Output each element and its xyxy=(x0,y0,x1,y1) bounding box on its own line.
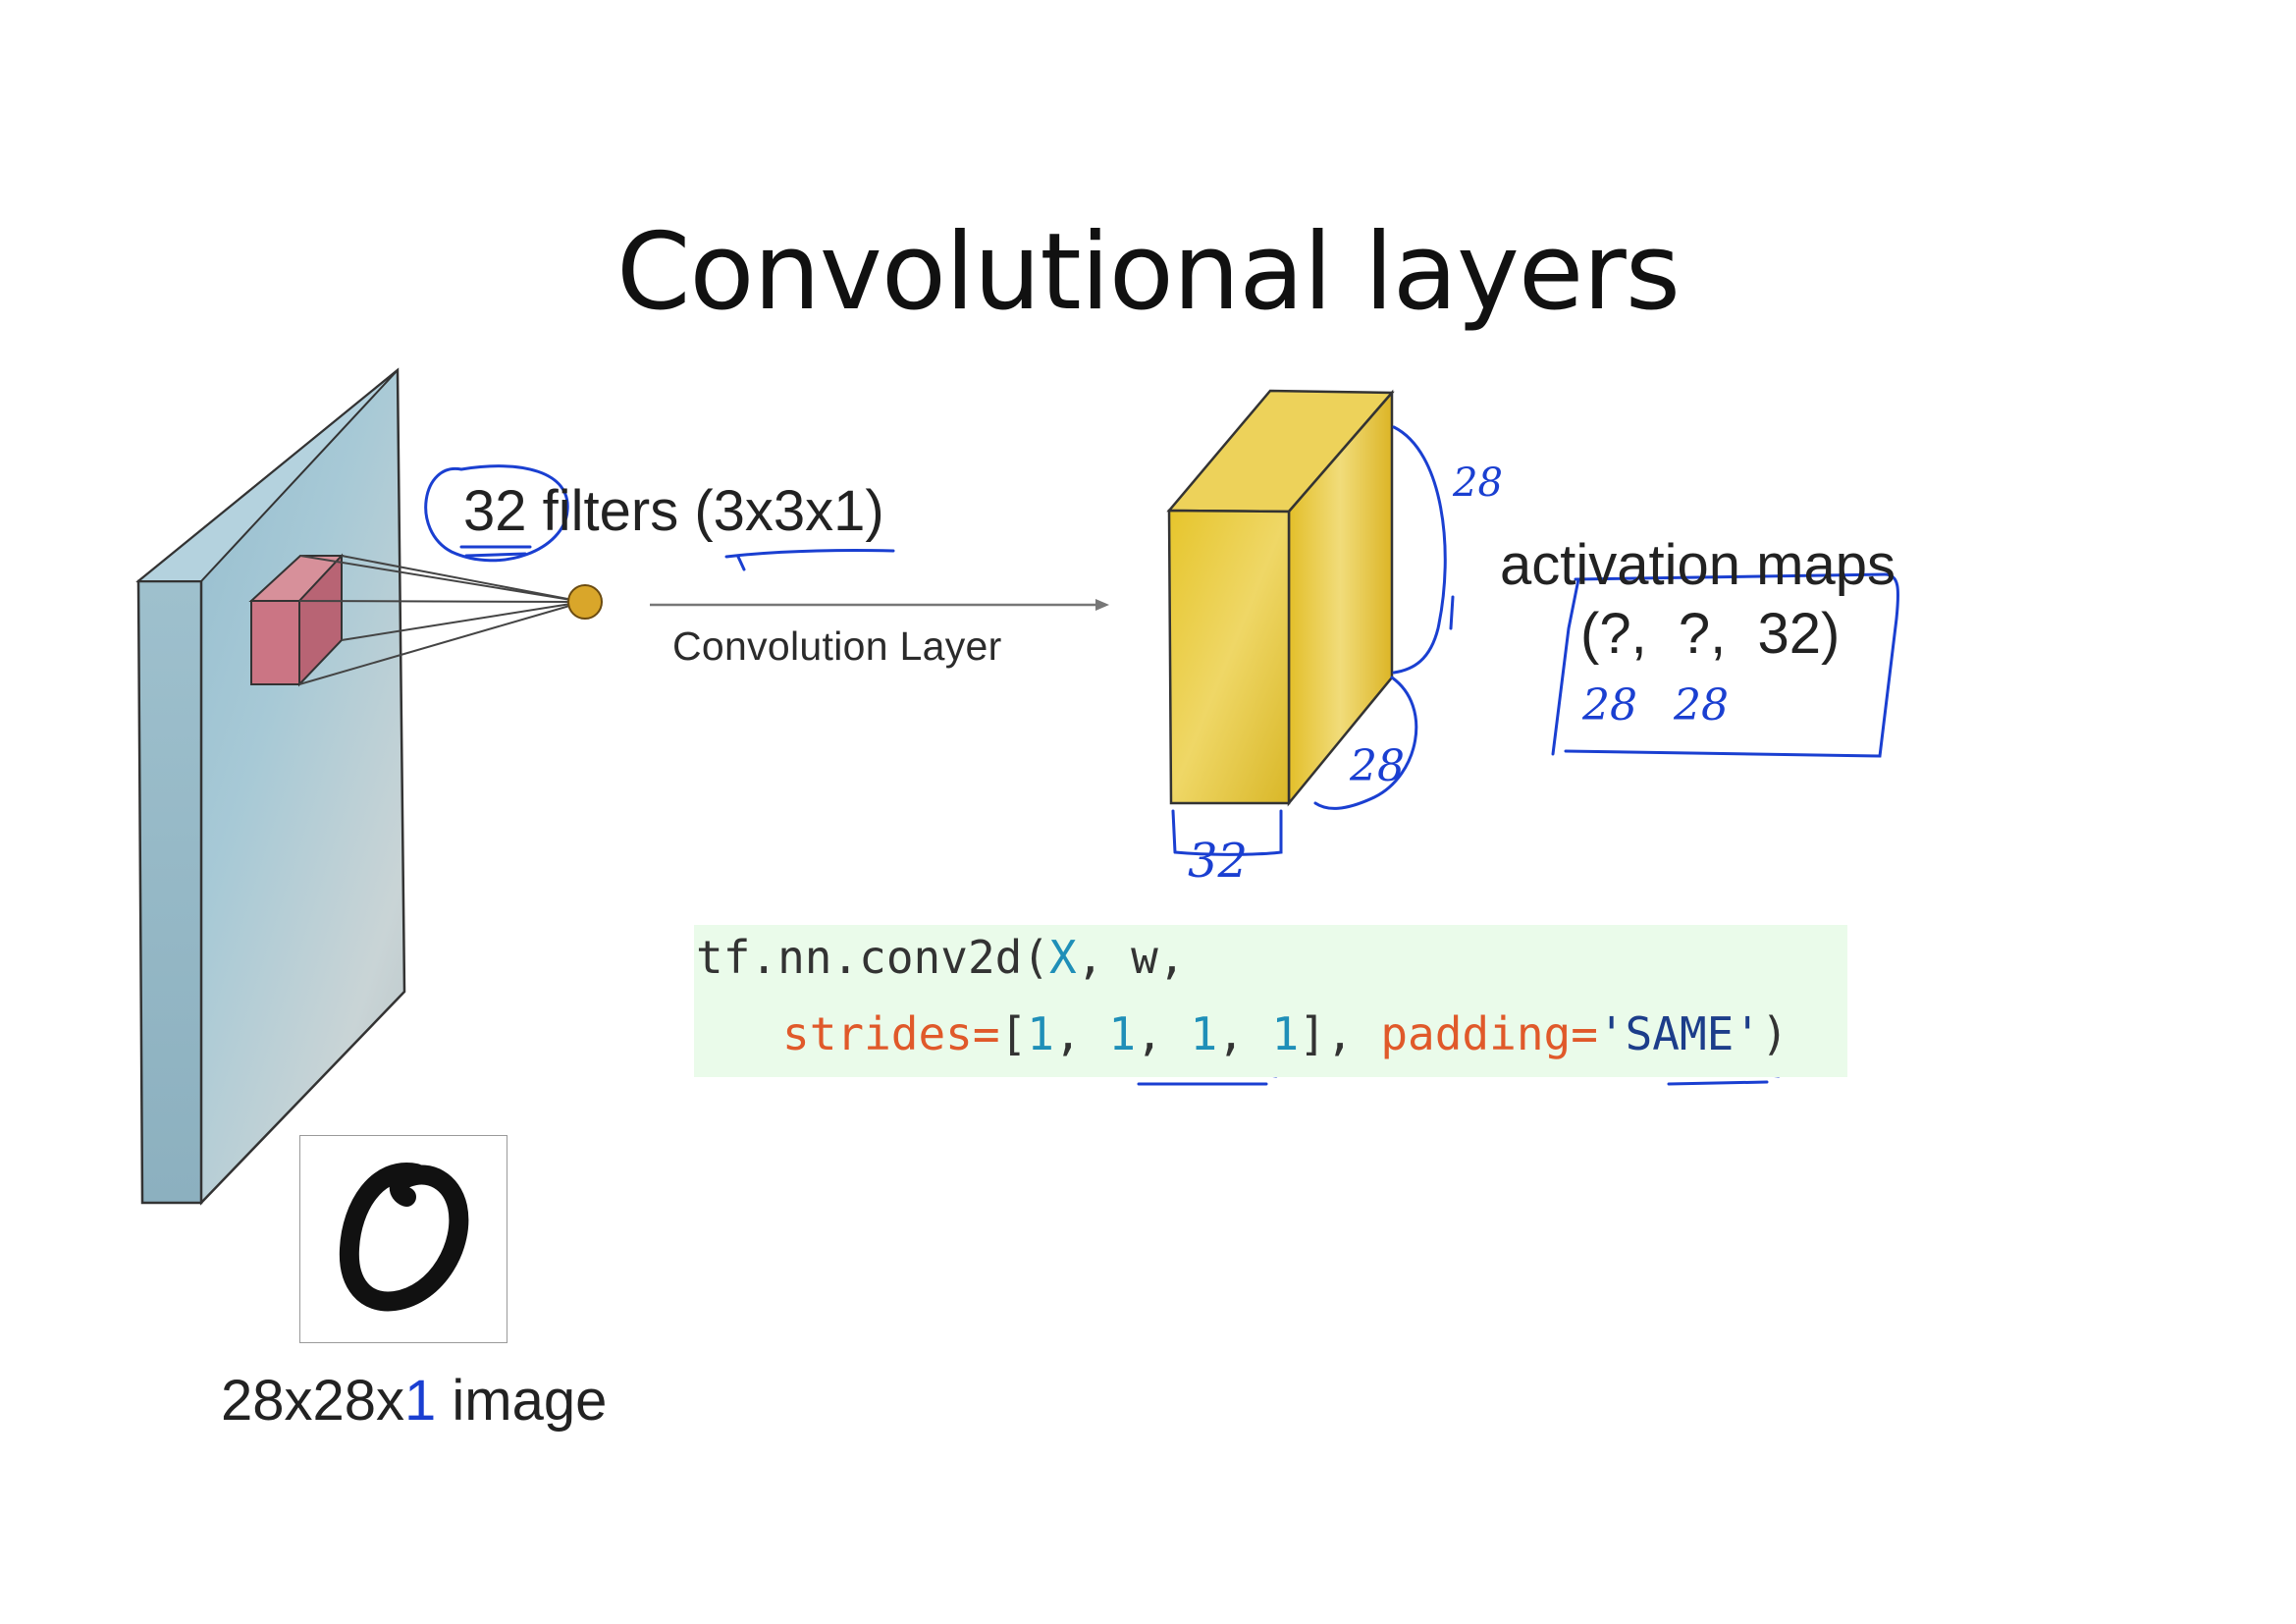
activation-volume-front xyxy=(1167,509,1291,805)
activation-shape-label: (?, ?, 32) xyxy=(1580,602,1841,666)
filter-projection-lines xyxy=(298,555,584,685)
convolution-arrow xyxy=(650,599,1109,611)
activation-maps-label: activation maps xyxy=(1500,533,1896,597)
annotation-circle-32 xyxy=(424,464,569,563)
slide-title: Convolutional layers xyxy=(616,211,1681,334)
image-caption: 28x28x1 image xyxy=(221,1369,608,1433)
handwritten-numbers: 28 28 32 28 28 xyxy=(1188,460,1729,889)
hw-shape-h: 28 xyxy=(1581,680,1637,731)
filters-label: 32 filters (3x3x1) xyxy=(463,479,884,543)
code-line-2: strides=[1, 1, 1, 1], padding='SAME') xyxy=(782,1007,1789,1060)
activation-volume xyxy=(1166,389,1395,807)
mnist-digit-thumbnail xyxy=(299,1135,507,1343)
digit-zero-drawing xyxy=(339,1163,469,1312)
neuron-dot xyxy=(567,584,603,620)
code-snippet: tf.nn.conv2d(X, w, strides=[1, 1, 1, 1],… xyxy=(694,925,1847,1077)
hw-shape-w: 28 xyxy=(1673,680,1729,731)
input-slab xyxy=(135,367,406,1206)
hw-width: 28 xyxy=(1349,741,1405,791)
hw-depth: 32 xyxy=(1188,834,1248,889)
input-slab-side xyxy=(136,579,203,1205)
convolution-layer-label: Convolution Layer xyxy=(672,623,1002,669)
code-line-1: tf.nn.conv2d(X, w, xyxy=(696,931,1186,984)
input-slab-top xyxy=(135,369,399,582)
hw-height: 28 xyxy=(1452,460,1503,506)
